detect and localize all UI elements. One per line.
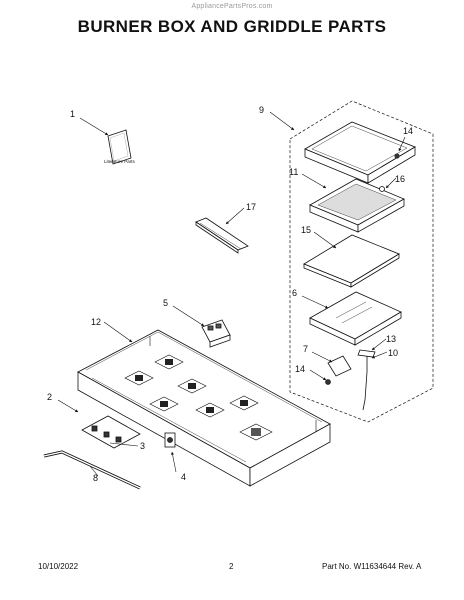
bracket-small [325,355,352,385]
callout-11: 11 [289,167,298,177]
thermocouple-probe [357,349,376,411]
watermark: AppliancePartsPros.com [191,3,273,10]
callout-8: 8 [93,473,98,483]
callout-2: 2 [47,392,52,402]
regulator [164,432,176,448]
griddle-insulation [303,234,400,288]
valve-manifold [81,415,141,449]
griddle-pan [309,178,405,233]
callout-12: 12 [91,317,101,327]
callout-leaders [57,111,406,477]
burner-heads [124,354,273,441]
callout-5: 5 [163,298,168,308]
callout-10: 10 [388,348,398,358]
griddle-assembly-box [289,100,434,423]
callout-13: 13 [386,334,396,344]
literature-parts: Literature Parts [104,129,136,165]
griddle-tray [309,291,402,346]
footer-page-number: 2 [229,562,234,571]
callout-14-bottom: 14 [295,364,305,374]
callout-1: 1 [70,109,75,119]
bracket-part [195,217,249,254]
callout-7: 7 [303,344,308,354]
gas-pipe [43,450,141,490]
footer-date: 10/10/2022 [38,562,79,571]
callout-17: 17 [246,202,256,212]
callout-16: 16 [395,174,405,184]
ignition-module [201,319,231,348]
callout-15: 15 [301,225,311,235]
griddle-plate [304,121,416,184]
callout-9: 9 [259,105,264,115]
gas-pipe-inner [43,451,141,489]
callout-labels: 1 2 3 4 5 6 7 8 9 10 11 12 13 14 14 15 1… [47,105,413,483]
literature-label: Literature Parts [104,159,136,164]
callout-4: 4 [181,472,186,482]
callout-14-top: 14 [403,126,413,136]
footer-part-number: Part No. W11634644 Rev. A [322,562,422,571]
callout-3: 3 [140,441,145,451]
griddle-screw [394,153,400,159]
page-title: BURNER BOX AND GRIDDLE PARTS [77,17,387,36]
callout-6: 6 [292,288,297,298]
